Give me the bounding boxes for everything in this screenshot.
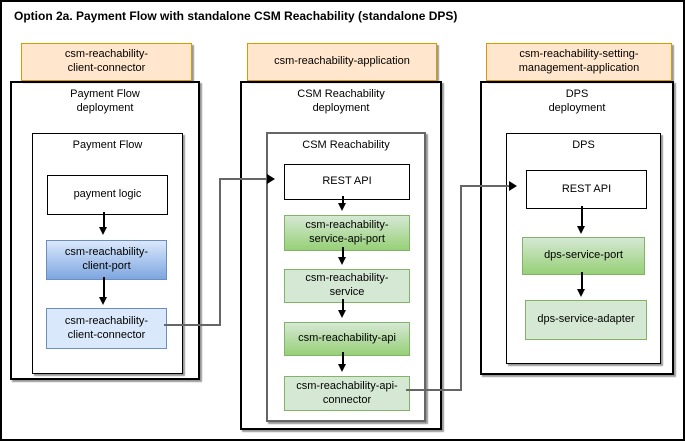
node-csm-reachability-service: csm-reachability- service — [284, 269, 410, 303]
deployment-box-dps: DPS deployment DPS REST API dps-service-… — [480, 81, 674, 375]
node-csm-reachability-service-api-port: csm-reachability- service-api-port — [284, 215, 410, 251]
node-csm-reachability-client-port: csm-reachability- client-port — [46, 240, 167, 280]
container-box-dps: DPS REST API dps-service-port dps-servic… — [506, 133, 661, 364]
connector-api-connector-to-dps-rest-api-segment — [460, 185, 462, 391]
app-header-csm-reachability-application: csm-reachability-application — [247, 43, 437, 81]
node-payment-logic: payment logic — [47, 175, 168, 215]
container-label-payment-flow: Payment Flow — [72, 139, 143, 151]
node-csm-rest-api: REST API — [284, 164, 410, 200]
connector-client-connector-to-csm-rest-api-segment — [219, 178, 221, 326]
app-header-csm-reachability-client-connector: csm-reachability- client-connector — [21, 43, 192, 81]
deployment-label-payment-flow: Payment Flow deployment — [70, 88, 140, 115]
container-box-csm-reachability: CSM Reachability REST API csm-reachabili… — [266, 132, 426, 422]
container-box-payment-flow: Payment Flow payment logic csm-reachabil… — [32, 133, 183, 374]
app-header-csm-reachability-setting-management-application: csm-reachability-setting- management-app… — [486, 43, 672, 81]
node-csm-reachability-api: csm-reachability-api — [284, 322, 410, 356]
deployment-label-dps: DPS deployment — [548, 88, 606, 115]
node-dps-rest-api: REST API — [526, 170, 647, 209]
container-label-dps: DPS — [572, 139, 595, 151]
node-csm-reachability-api-connector: csm-reachability-api- connector — [284, 376, 410, 411]
node-csm-reachability-client-connector: csm-reachability- client-connector — [46, 308, 167, 349]
diagram-title: Option 2a. Payment Flow with standalone … — [14, 9, 458, 23]
node-dps-service-adapter: dps-service-adapter — [525, 300, 647, 340]
deployment-box-csm-reachability: CSM Reachability deployment CSM Reachabi… — [240, 81, 442, 430]
deployment-label-csm-reachability: CSM Reachability deployment — [297, 88, 385, 115]
container-label-csm-reachability: CSM Reachability — [302, 139, 390, 151]
deployment-box-payment-flow: Payment Flow deployment Payment Flow pay… — [10, 81, 200, 380]
node-dps-service-port: dps-service-port — [522, 237, 645, 275]
